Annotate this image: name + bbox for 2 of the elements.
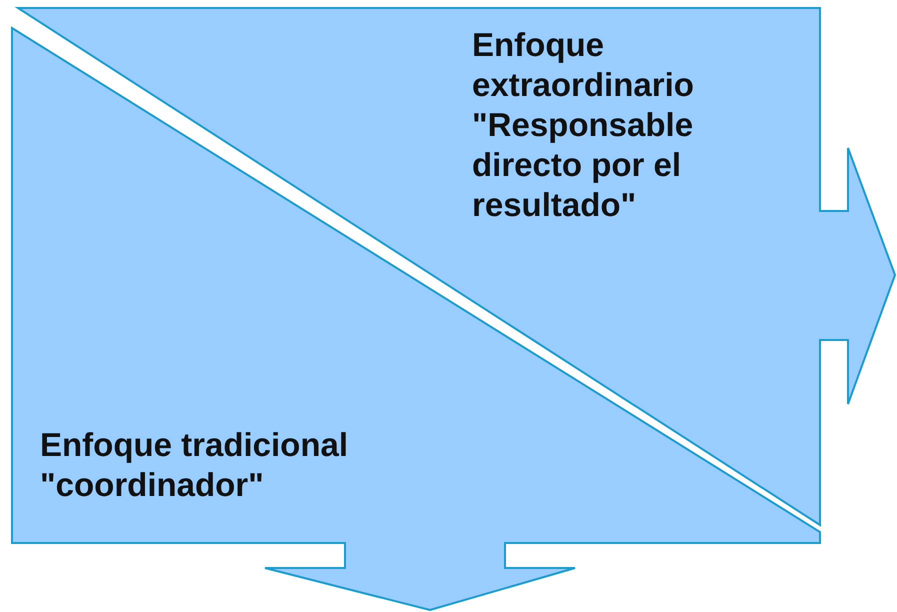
heading-text: Enfoque extraordinario "Responsable directo por el resultado" xyxy=(472,25,695,225)
heading-text: Enfoque tradicional "coordinador" xyxy=(40,425,350,505)
